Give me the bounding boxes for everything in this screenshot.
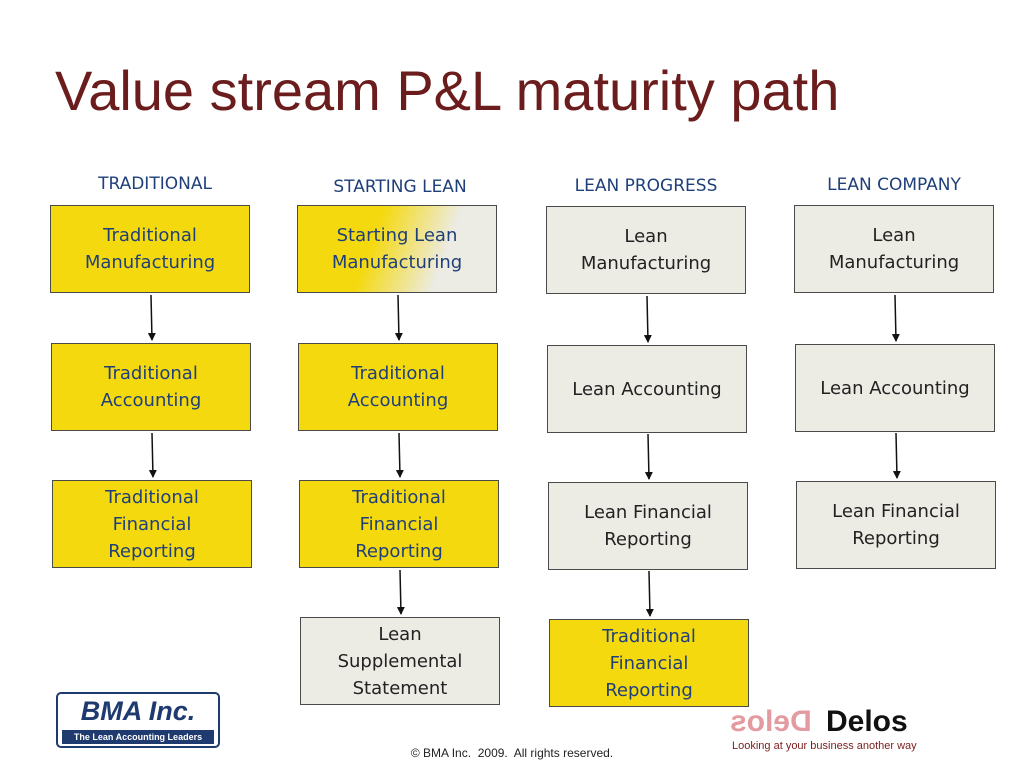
arrow-lean-progress-2 [644,433,653,480]
box-lean-supplemental-statement: Lean Supplemental Statement [300,617,500,705]
arrow-traditional-1 [147,294,156,341]
bma-logo: BMA Inc. The Lean Accounting Leaders [56,692,220,748]
box-starting-lean-manufacturing: Starting Lean Manufacturing [297,205,497,293]
delos-logo: Delos Delos Looking at your business ano… [730,705,930,755]
box-starting-lean-traditional-accounting: Traditional Accounting [298,343,498,431]
box-lean-progress-financial-reporting: Lean Financial Reporting [548,482,748,570]
box-starting-lean-traditional-financial-reporting: Traditional Financial Reporting [299,480,499,568]
box-lean-company-financial-reporting: Lean Financial Reporting [796,481,996,569]
box-lean-progress-manufacturing: Lean Manufacturing [546,206,746,294]
box-lean-progress-traditional-financial-reporting: Traditional Financial Reporting [549,619,749,707]
column-header-starting-lean: STARTING LEAN [333,177,467,197]
box-lean-company-manufacturing: Lean Manufacturing [794,205,994,293]
bma-logo-tagline: The Lean Accounting Leaders [62,730,214,744]
box-traditional-manufacturing: Traditional Manufacturing [50,205,250,293]
arrow-lean-company-1 [891,294,900,342]
page-title: Value stream P&L maturity path [55,59,840,122]
arrow-starting-lean-3 [396,569,405,615]
delos-logo-mirror: Delos [730,705,812,738]
box-traditional-accounting: Traditional Accounting [51,343,251,431]
delos-logo-name: Delos [826,705,908,738]
arrow-starting-lean-1 [394,294,403,341]
box-lean-progress-accounting: Lean Accounting [547,345,747,433]
box-traditional-financial-reporting: Traditional Financial Reporting [52,480,252,568]
bma-logo-name: BMA Inc. [80,696,196,726]
column-header-lean-company: LEAN COMPANY [827,175,961,195]
column-header-traditional: TRADITIONAL [98,174,212,194]
arrow-lean-company-2 [892,432,901,479]
arrow-traditional-2 [148,432,157,478]
column-header-lean-progress: LEAN PROGRESS [574,176,718,196]
arrow-starting-lean-2 [395,432,404,478]
arrow-lean-progress-3 [645,570,654,617]
delos-logo-tagline: Looking at your business another way [732,740,917,752]
copyright-text: © BMA Inc. 2009. All rights reserved. [410,746,614,760]
arrow-lean-progress-1 [643,295,652,343]
box-lean-company-accounting: Lean Accounting [795,344,995,432]
